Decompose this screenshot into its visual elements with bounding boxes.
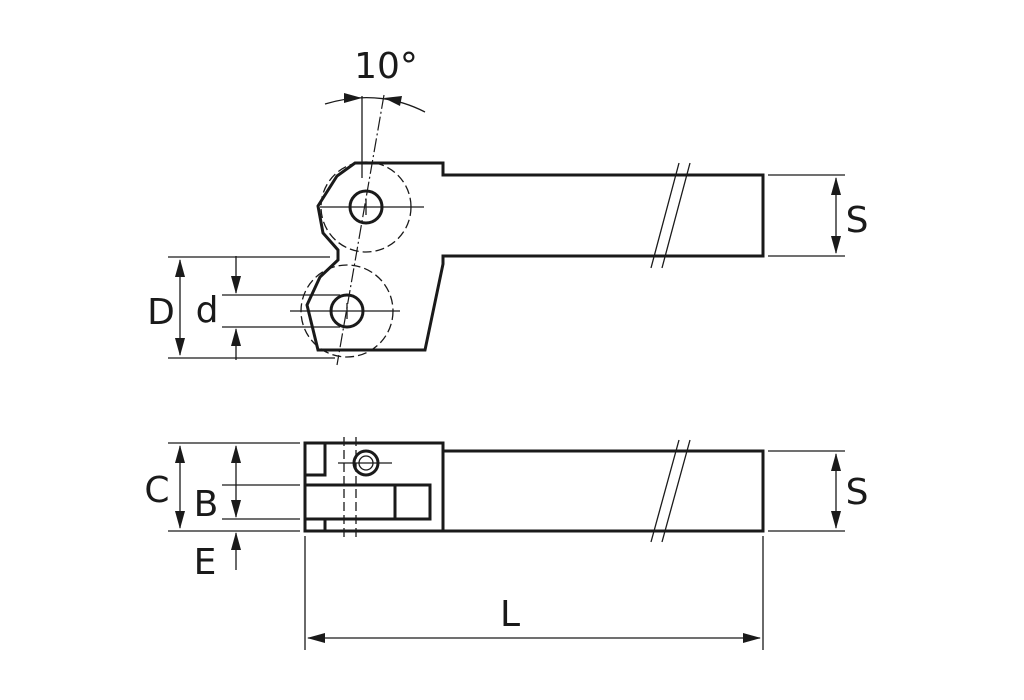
wheel-axis-line	[336, 94, 385, 366]
l-label: L	[500, 594, 520, 635]
angle-label: 10°	[354, 46, 418, 87]
s-bottom-arrow-down	[831, 511, 841, 529]
s-top-arrow-down	[831, 236, 841, 254]
d-inner-label: d	[196, 290, 219, 331]
side-view: S C B E L	[144, 437, 868, 650]
d-inner-arrow-up	[231, 328, 241, 346]
e-label: E	[194, 542, 217, 583]
top-view-body-outline	[305, 161, 765, 352]
b-arrow-down	[231, 500, 241, 518]
d-outer-arrow-up	[175, 259, 185, 277]
d-outer-arrow-down	[175, 338, 185, 356]
e-arrow-up	[231, 532, 241, 550]
s-top-arrow-up	[831, 177, 841, 195]
angle-arrow-left	[344, 93, 362, 103]
top-view: 10° S D d	[147, 46, 869, 366]
c-arrow-up	[175, 445, 185, 463]
angle-arrow-right	[384, 96, 402, 106]
d-outer-label: D	[147, 292, 175, 333]
d-inner-arrow-down	[231, 276, 241, 294]
b-arrow-up	[231, 445, 241, 463]
side-view-break-line-1	[650, 439, 680, 543]
side-view-upper-slot	[305, 443, 327, 477]
l-arrow-left	[307, 633, 325, 643]
top-view-break-line-1	[650, 162, 680, 269]
c-label: C	[144, 470, 169, 511]
l-arrow-right	[743, 633, 761, 643]
top-view-break-line-2	[661, 162, 691, 269]
side-view-wheel-slot	[305, 483, 432, 521]
side-view-break-line-2	[661, 439, 691, 543]
angle-arc	[324, 97, 426, 113]
side-view-shank-outline	[443, 449, 765, 533]
s-top-label: S	[846, 200, 869, 241]
b-label: B	[194, 484, 219, 525]
s-bottom-label: S	[846, 472, 869, 513]
s-bottom-arrow-up	[831, 453, 841, 471]
c-arrow-down	[175, 511, 185, 529]
